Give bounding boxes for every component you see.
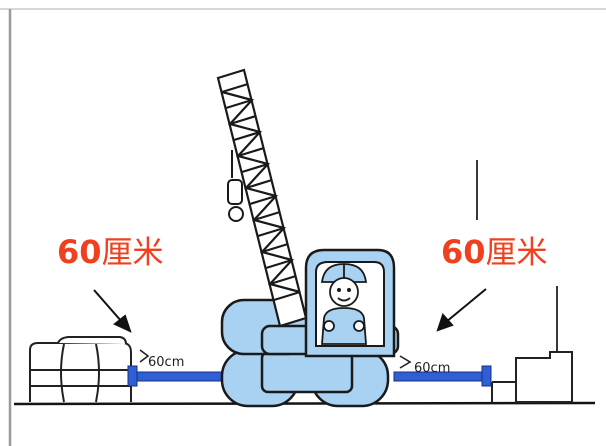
handwritten-60cm-left: 60cm: [139, 349, 184, 370]
callout-right-unit: 厘米: [485, 235, 548, 271]
arrow-down-left: [436, 288, 487, 332]
ground-line: [13, 401, 596, 406]
callout-right-60cm: 60厘米: [441, 232, 548, 273]
arrow-down-right: [93, 289, 132, 333]
callout-right-value: 60: [441, 233, 486, 271]
crawler-tracks: [220, 348, 390, 408]
callout-left-60cm: 60厘米: [57, 232, 164, 273]
right-obstacle-block: [491, 351, 573, 403]
handwritten-60cm-right: 60cm: [399, 355, 450, 376]
callout-left-value: 60: [57, 233, 102, 271]
callout-left-unit: 厘米: [101, 235, 164, 271]
svg-text:60cm: 60cm: [414, 361, 450, 376]
outrigger-right: [393, 365, 492, 387]
hook-block: [227, 150, 244, 222]
operator-figure: [320, 263, 368, 345]
crane-boom: [216, 68, 308, 328]
svg-text:60cm: 60cm: [148, 355, 184, 370]
left-obstacle-bales: [29, 336, 132, 403]
